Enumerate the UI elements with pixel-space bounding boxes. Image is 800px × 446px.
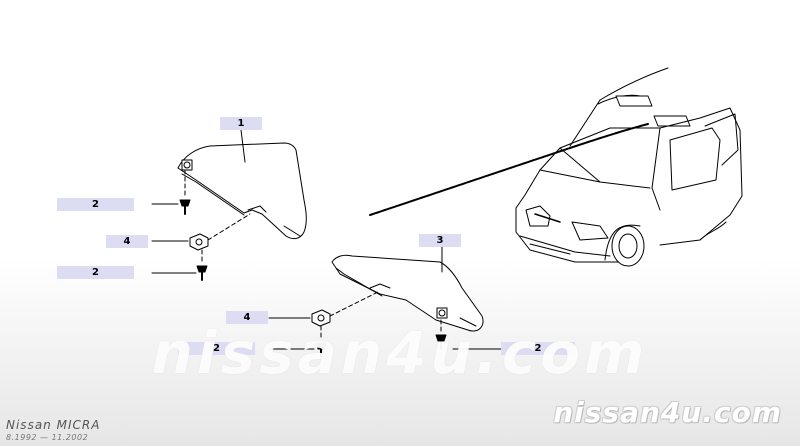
callout-part-2-top: 2 [57,198,134,211]
callout-part-2-bottom-left: 2 [178,342,255,355]
callout-part-4-top: 4 [106,235,148,248]
screw-2b [196,265,208,281]
leader-lines [151,129,505,350]
callout-part-2-bottom-right: 2 [501,342,575,355]
screw-2a [179,199,191,215]
callout-part-3: 3 [419,234,461,247]
model-name: Nissan MICRA [6,418,101,432]
screw-2d [435,334,447,350]
model-dates: 8.1992 — 11.2002 [6,433,89,442]
sun-visor-left [177,142,307,240]
watermark-corner: nissan4u.com [553,396,782,429]
location-pointer-line [369,123,649,216]
clip-4a [189,233,209,251]
watermark-center: nissan4u.com [151,319,649,387]
assembly-lines [184,169,442,341]
sun-visor-right [331,254,484,332]
callout-part-1: 1 [220,117,262,130]
screw-2c [315,342,327,358]
callout-part-4-bottom: 4 [226,311,268,324]
car-illustration [515,67,743,267]
clip-4b [311,309,331,327]
callout-part-2-middle: 2 [57,266,134,279]
